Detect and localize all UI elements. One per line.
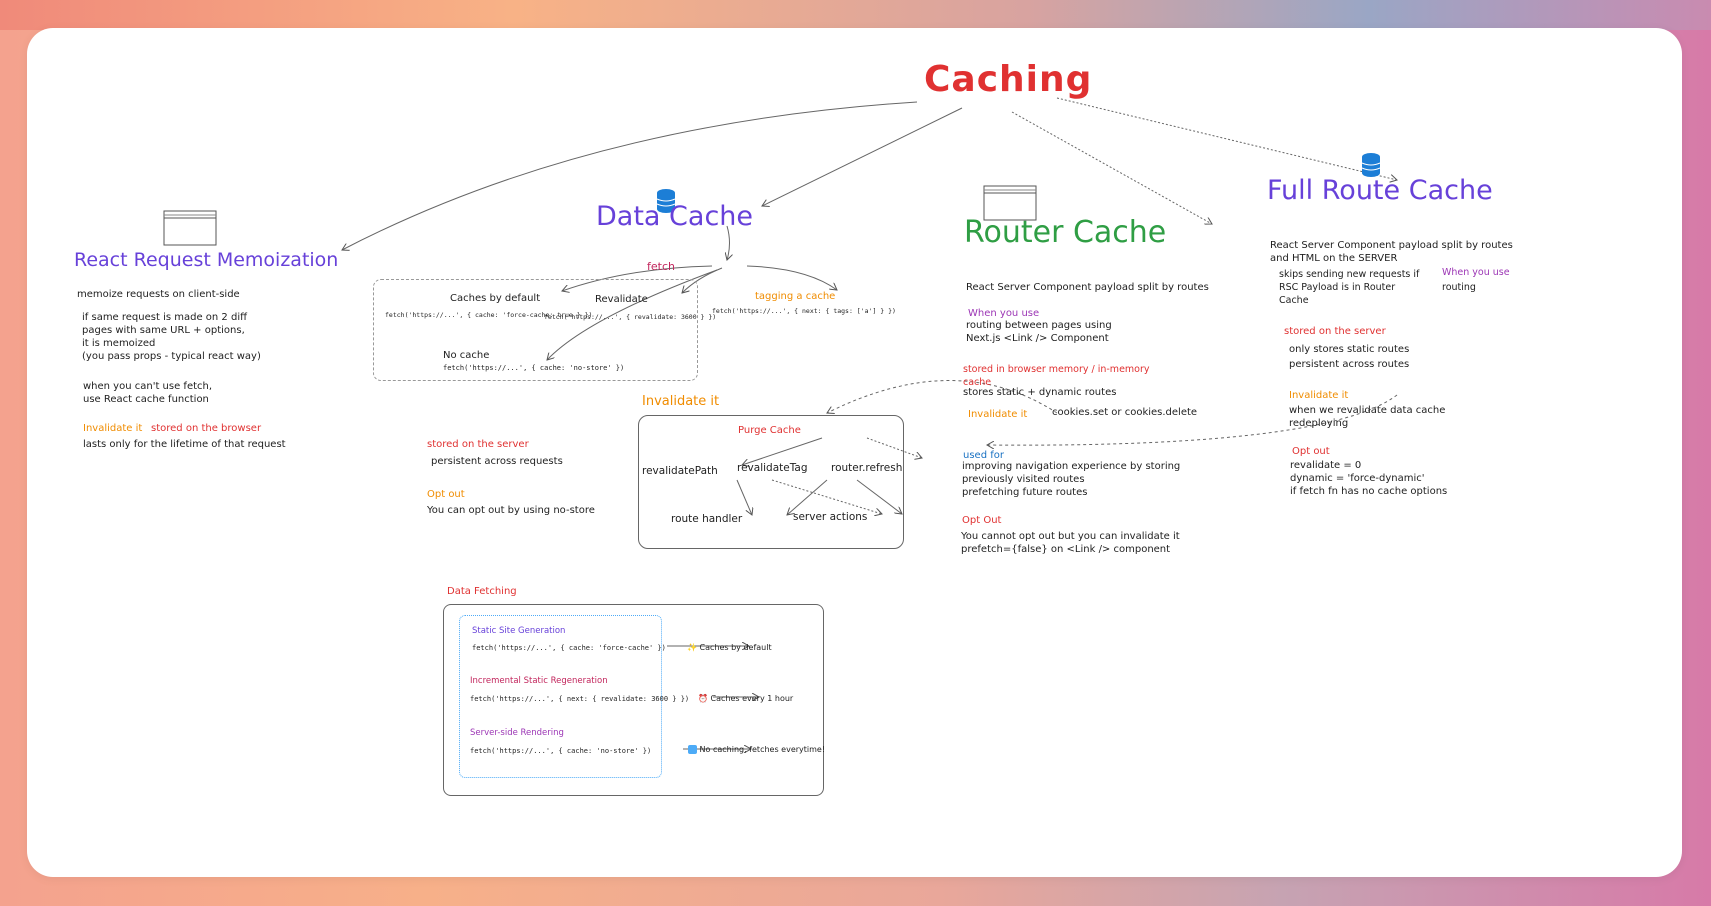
arrow-revalidatepath-to-route-handler (736, 479, 752, 515)
ssg-label: Static Site Generation (472, 626, 566, 636)
react-memo-heading: React Request Memoization (74, 249, 339, 271)
full-route-when: When you use (1442, 267, 1510, 278)
data-fetching-heading: Data Fetching (447, 586, 517, 597)
router-cache-used-for-text: improving navigation experience by stori… (962, 461, 1181, 498)
data-cache-opt-out-text: You can opt out by using no-store (427, 505, 595, 516)
isr-label: Incremental Static Regeneration (470, 676, 608, 686)
router-cache-heading: Router Cache (964, 215, 1167, 250)
alarm-clock-icon: ⏰ (698, 694, 708, 703)
full-route-stored-text: only stores static routes persistent acr… (1289, 344, 1410, 370)
router-cache-opt-out: Opt Out (962, 515, 1002, 526)
full-route-opt-out-text: revalidate = 0 dynamic = 'force-dynamic'… (1290, 460, 1448, 497)
react-memo-stored: stored on the browser (151, 423, 262, 434)
arrow-revalidatepath-to-server-actions (771, 479, 882, 514)
data-fetching-box (443, 604, 824, 796)
arrow-purge-to-revalidatepath (742, 437, 823, 465)
arrow-revalidatetag-to-route-handler (787, 479, 828, 515)
router-cache-invalidate: Invalidate it (968, 409, 1028, 420)
arrow-to-react-memo (342, 101, 918, 250)
arrow-to-data-cache (762, 107, 963, 206)
background-gradient (0, 0, 1711, 30)
revalidate-tag-label: revalidateTag (737, 462, 808, 474)
arrow-revalidatetag-to-server-actions (856, 479, 902, 514)
router-cache-invalidate-text: cookies.set or cookies.delete (1052, 407, 1198, 418)
router-cache-opt-out-text: You cannot opt out but you can invalidat… (961, 531, 1180, 555)
ssr-label: Server-side Rendering (470, 728, 564, 738)
route-handler-label: route handler (671, 513, 743, 525)
ssg-result-text: Caches by default (699, 643, 772, 652)
tagging-code: fetch('https://...', { next: { tags: ['a… (712, 307, 896, 315)
arrow-router-to-invalidate (827, 380, 1058, 414)
isr-result: ⏰ Caches every 1 hour (698, 692, 793, 705)
full-route-stored: stored on the server (1284, 326, 1386, 337)
revalidate-path-label: revalidatePath (642, 465, 718, 477)
revalidate-code: fetch('https://...', { revalidate: 3600 … (544, 313, 717, 321)
arrow-fetch-to-caches-default (562, 265, 713, 291)
router-cache-when-text: routing between pages using Next.js <Lin… (966, 320, 1112, 344)
purge-cache-label: Purge Cache (738, 425, 801, 436)
database-icon (655, 188, 677, 218)
no-cache-code: fetch('https://...', { cache: 'no-store'… (443, 364, 625, 372)
fetch-label: fetch (647, 260, 675, 273)
server-actions-label: server actions (793, 511, 868, 523)
no-cache-icon (688, 745, 697, 754)
full-route-opt-out: Opt out (1292, 446, 1330, 457)
arrow-fetch-to-no-cache (547, 269, 718, 360)
react-memo-line3: when you can't use fetch, use React cach… (83, 381, 213, 405)
arrow-to-full-route (1056, 97, 1397, 180)
data-cache-stored: stored on the server (427, 439, 529, 450)
arrow-fetch-to-tagging (746, 265, 837, 290)
ssr-code: fetch('https://...', { cache: 'no-store'… (470, 747, 652, 755)
data-fetching-inner-box (459, 615, 662, 778)
fetch-options-box (373, 279, 698, 381)
router-cache-when: When you use (968, 308, 1040, 319)
full-route-skips: skips sending new requests if RSC Payloa… (1279, 269, 1420, 306)
invalidate-heading: Invalidate it (642, 394, 720, 409)
ssg-result: ✨ Caches by default (687, 641, 772, 654)
react-memo-lasts: lasts only for the lifetime of that requ… (83, 439, 286, 450)
full-route-heading: Full Route Cache (1267, 175, 1493, 206)
full-route-invalidate-text: when we revalidate data cache redeployin… (1289, 405, 1446, 429)
arrow-datacache-to-fetch (727, 225, 730, 260)
arrow-purge-to-router-refresh (866, 437, 922, 458)
react-memo-line2: if same request is made on 2 diff pages … (82, 312, 261, 362)
full-route-invalidate: Invalidate it (1289, 390, 1349, 401)
react-memo-invalidate: Invalidate it (83, 423, 143, 434)
router-refresh-label: router.refresh (831, 462, 903, 474)
caches-default-code: fetch('https://...', { cache: 'force-cac… (385, 311, 593, 319)
router-cache-stored: stored in browser memory / in-memory cac… (963, 364, 1150, 388)
router-cache-used-for: used for (963, 450, 1004, 461)
invalidate-box (638, 415, 904, 549)
react-memo-line1: memoize requests on client-side (77, 289, 240, 300)
browser-window-icon (983, 185, 1037, 225)
data-cache-heading: Data Cache (596, 201, 754, 232)
data-cache-persistent: persistent across requests (431, 456, 563, 467)
ssg-code: fetch('https://...', { cache: 'force-cac… (472, 644, 666, 652)
connector-lines (27, 97, 1682, 877)
arrow-to-router-cache (1011, 111, 1212, 224)
isr-result-text: Caches every 1 hour (710, 694, 794, 703)
caches-default-label: Caches by default (450, 293, 541, 304)
full-route-desc: React Server Component payload split by … (1270, 240, 1513, 264)
database-icon (1360, 152, 1382, 182)
tagging-label: tagging a cache (755, 291, 836, 302)
browser-window-icon (163, 210, 217, 250)
data-cache-opt-out: Opt out (427, 489, 465, 500)
router-cache-stored-text: stores static + dynamic routes (963, 387, 1117, 398)
diagram-canvas: Caching React Request Memoization memoiz… (27, 28, 1682, 877)
ssr-result: No caching, fetches everytime! (688, 743, 825, 756)
router-cache-desc: React Server Component payload split by … (966, 282, 1209, 293)
sparkle-icon: ✨ (687, 643, 697, 652)
no-cache-label: No cache (443, 350, 490, 361)
ssr-result-text: No caching, fetches everytime! (699, 745, 826, 754)
revalidate-label: Revalidate (595, 294, 648, 305)
isr-code: fetch('https://...', { next: { revalidat… (470, 695, 690, 703)
full-route-routing: routing (1442, 282, 1476, 293)
page-title: Caching (924, 59, 1093, 100)
arrow-fetch-to-revalidate (682, 267, 723, 293)
arrow-fullroute-to-invalidate (987, 394, 1398, 445)
